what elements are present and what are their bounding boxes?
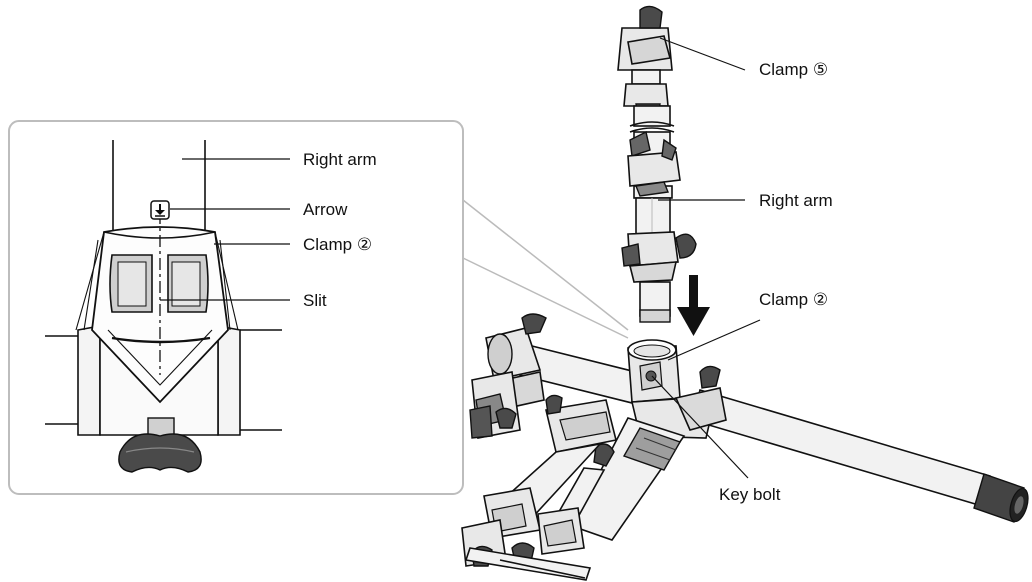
- label-clamp5: Clamp ⑤: [759, 60, 828, 79]
- label-clamp2: Clamp ②: [759, 290, 828, 309]
- zoom-line-top: [462, 199, 629, 331]
- main-assembly: Clamp ⑤ Right arm Clamp ② Key bolt: [461, 5, 1029, 581]
- right-arm-column: [617, 5, 697, 323]
- inset-clamp-body: [75, 226, 241, 436]
- inset-wing-knob: [118, 417, 202, 473]
- detail-inset: Right arm Arrow Clamp ② Slit: [8, 120, 629, 495]
- label-right-arm: Right arm: [759, 191, 833, 210]
- main-tube-right: [691, 388, 1029, 523]
- inset-frame: [8, 120, 464, 495]
- label-inset-right-arm: Right arm: [303, 150, 377, 169]
- zoom-line-bottom: [462, 257, 629, 339]
- leg-clamps-left: [469, 371, 521, 439]
- leader-key-bolt: [651, 375, 749, 479]
- clamp2-joint: [627, 339, 727, 439]
- leader-clamp5: [659, 37, 746, 71]
- arrow-down-box-icon: [150, 200, 170, 220]
- clamp-center-small: [545, 394, 617, 467]
- label-inset-arrow: Arrow: [303, 200, 348, 219]
- leader-clamp2: [667, 319, 761, 361]
- label-inset-slit: Slit: [303, 291, 327, 310]
- down-arrow-icon: [677, 275, 710, 336]
- label-key-bolt: Key bolt: [719, 485, 781, 504]
- label-inset-clamp2: Clamp ②: [303, 235, 372, 254]
- inset-base-tube: [45, 329, 282, 431]
- lower-left-arms: [461, 442, 606, 581]
